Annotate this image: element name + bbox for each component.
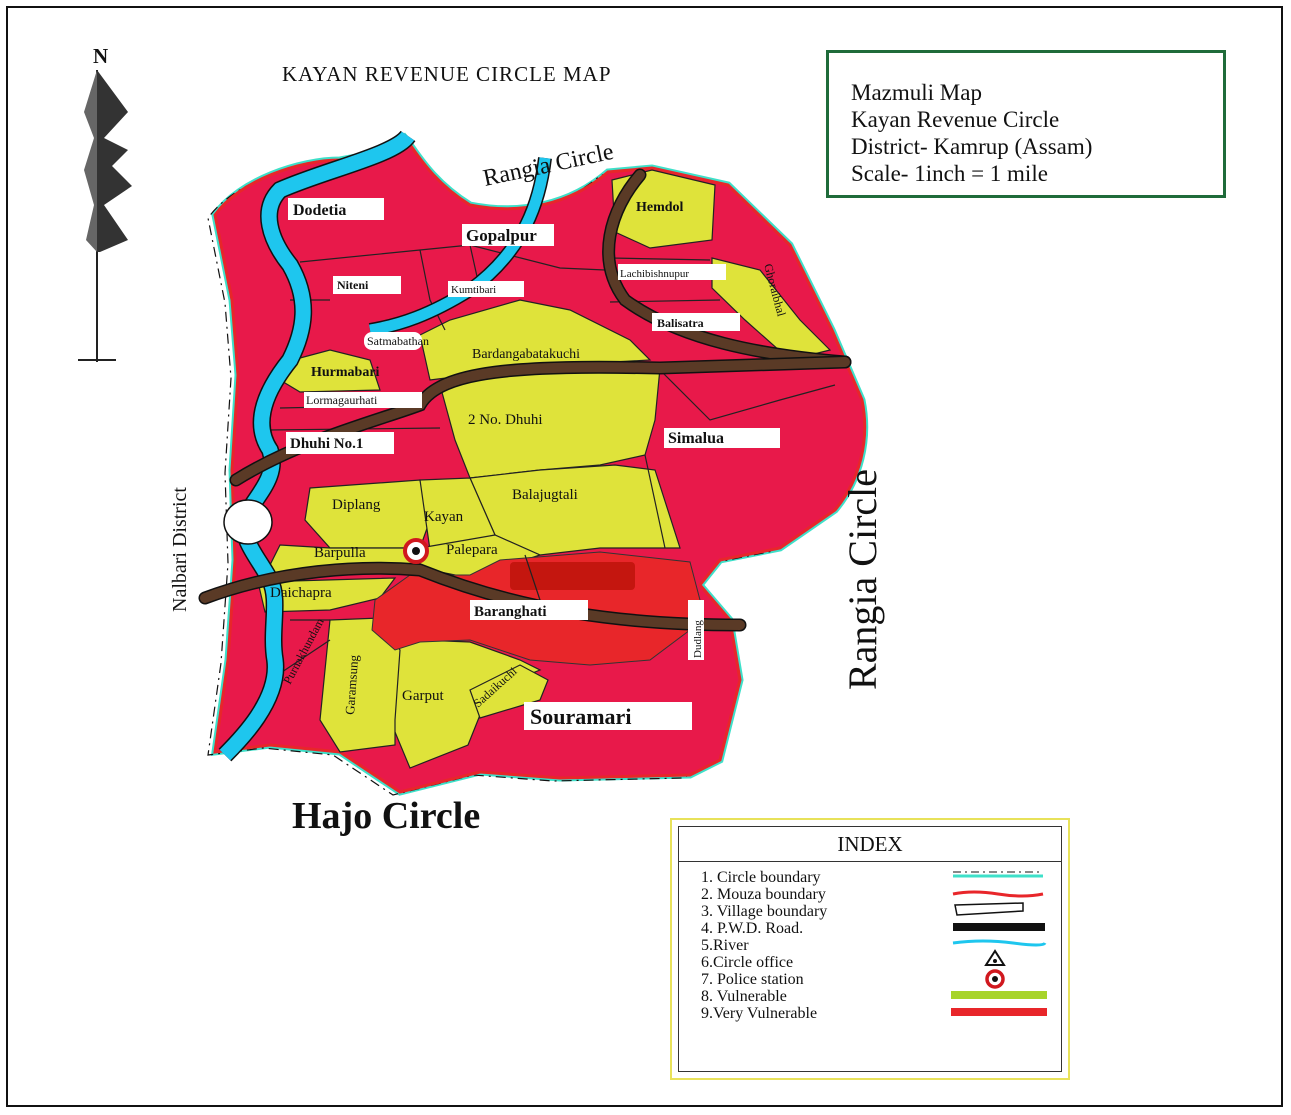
road-symbol-icon xyxy=(953,923,1045,931)
village-label: Kumtibari xyxy=(451,284,496,296)
legend-inner: INDEX 1. Circle boundary 2. Mouza bounda… xyxy=(678,826,1062,1072)
village-label: Diplang xyxy=(332,497,381,513)
map-title: KAYAN REVENUE CIRCLE MAP xyxy=(282,62,612,86)
police-station-icon xyxy=(403,538,429,564)
village-label: Gopalpur xyxy=(466,226,537,245)
village-label: Souramari xyxy=(530,704,631,729)
village-label: Garamsung xyxy=(342,654,361,715)
village-label: Simalua xyxy=(668,430,724,447)
info-line: Scale- 1inch = 1 mile xyxy=(851,161,1048,186)
very-vulnerable-swatch-icon xyxy=(951,1008,1047,1016)
circle-office-symbol-icon xyxy=(984,949,1006,966)
village-label: Satmabathan xyxy=(367,334,429,348)
village-label: Hemdol xyxy=(636,200,684,215)
village-label: Niteni xyxy=(337,278,369,292)
legend-title: INDEX xyxy=(679,827,1061,862)
village-label: Dhuhi No.1 xyxy=(290,436,363,452)
legend-item: 8. Vulnerable xyxy=(701,988,787,1005)
info-line: Mazmuli Map xyxy=(851,80,982,105)
village-boundary-symbol-icon xyxy=(954,902,1024,916)
west-neighbour-label: Nalbari District xyxy=(169,487,191,612)
legend-item: 1. Circle boundary xyxy=(701,869,821,886)
label-backgrounds xyxy=(286,198,780,730)
south-neighbour-label: Hajo Circle xyxy=(292,795,480,837)
village-label: Lormagaurhati xyxy=(306,393,378,407)
village-label: Balajugtali xyxy=(512,487,578,503)
village-label: Hurmabari xyxy=(311,365,380,380)
legend-symbols xyxy=(951,871,1047,1016)
village-label: Dodetia xyxy=(293,202,346,219)
village-label: Daichapra xyxy=(270,585,332,601)
legend-item: 9.Very Vulnerable xyxy=(701,1005,818,1022)
river-symbol-icon xyxy=(952,939,1047,947)
legend-item: 2. Mouza boundary xyxy=(701,886,826,903)
village-label: Palepara xyxy=(446,542,498,558)
village-label: Kayan xyxy=(424,509,464,525)
legend-item: 5.River xyxy=(701,937,749,954)
vulnerable-swatch-icon xyxy=(951,991,1047,999)
pwd-roads xyxy=(198,168,852,632)
village-label: 2 No. Dhuhi xyxy=(468,412,543,428)
village-label: Garput xyxy=(402,688,444,704)
legend-item: 4. P.W.D. Road. xyxy=(701,920,804,937)
north-label: N xyxy=(93,44,109,68)
village-label: Barpulla xyxy=(314,545,366,561)
legend-item: 3. Village boundary xyxy=(701,903,828,920)
map-frame xyxy=(6,6,1283,1107)
village-label: Baranghati xyxy=(474,604,547,620)
vulnerable-regions xyxy=(257,169,832,769)
east-neighbour-label: Rangia Circle xyxy=(840,469,885,690)
mouza-boundary-symbol-icon xyxy=(952,890,1044,898)
circle-boundary-symbol-icon xyxy=(953,871,1043,878)
village-label: Balisatra xyxy=(657,316,704,330)
village-label: Dudlang xyxy=(692,620,704,658)
legend-index: INDEX 1. Circle boundary 2. Mouza bounda… xyxy=(670,818,1070,1080)
info-line: District- Kamrup (Assam) xyxy=(851,134,1093,159)
village-label: Lachibishnupur xyxy=(620,268,689,280)
legend-item: 6.Circle office xyxy=(701,954,794,971)
north-arrow-icon xyxy=(78,70,132,362)
police-station-symbol-icon xyxy=(985,969,1005,989)
map-info-box: Mazmuli Map Kayan Revenue Circle Distric… xyxy=(826,50,1226,198)
village-label: Bardangabatakuchi xyxy=(472,347,580,362)
legend-item: 7. Police station xyxy=(701,971,804,988)
info-line: Kayan Revenue Circle xyxy=(851,107,1060,132)
